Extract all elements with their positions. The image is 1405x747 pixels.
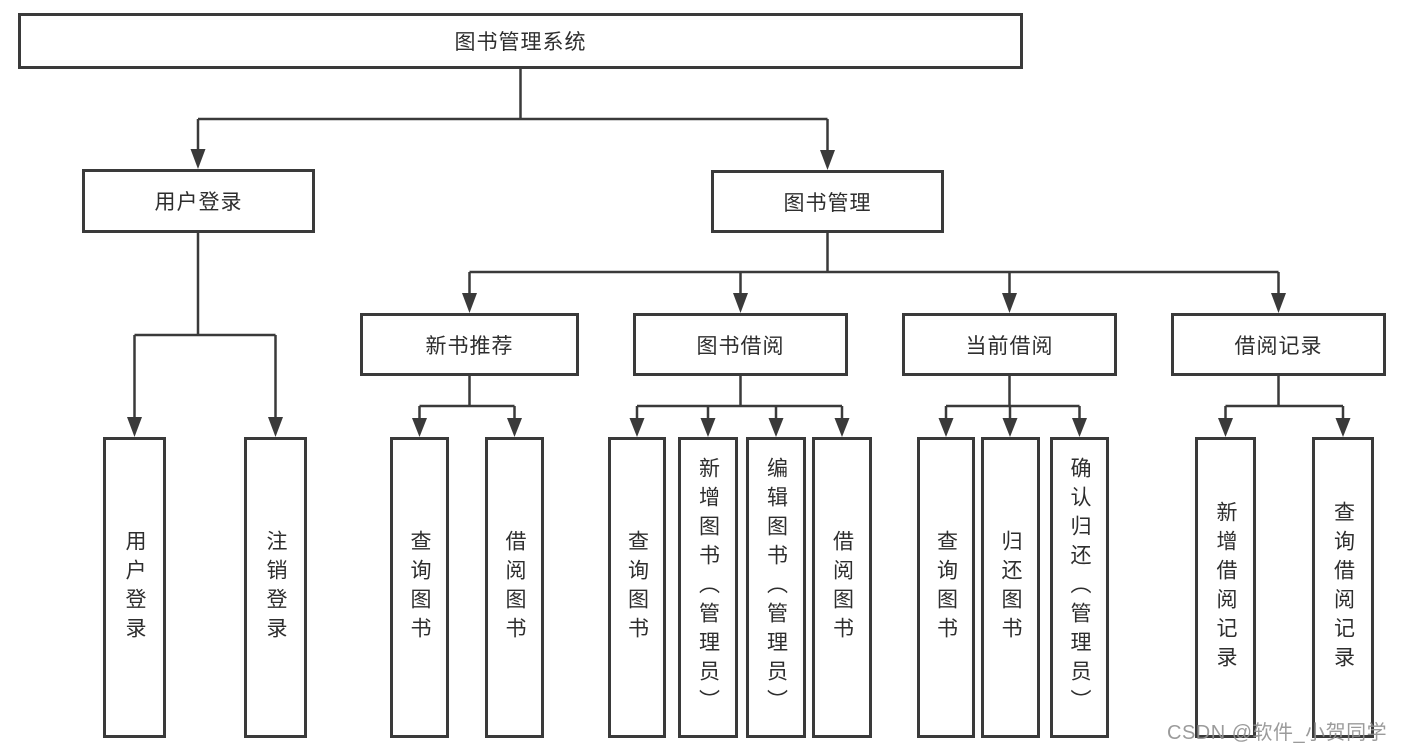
leaf-current-return: 归还图书 — [981, 437, 1040, 738]
leaf-user-login: 用户登录 — [103, 437, 166, 738]
leaf-borrow-book-label: 借阅图书 — [830, 529, 854, 646]
leaf-logout-label: 注销登录 — [264, 529, 287, 646]
leaf-borrow-edit-label: 编辑图书（管理员） — [764, 457, 788, 718]
leaf-borrow-book: 借阅图书 — [812, 437, 872, 738]
leaf-newbook-query-label: 查询图书 — [408, 529, 431, 646]
leaf-record-add-label: 新增借阅记录 — [1214, 500, 1237, 675]
arrowheads — [127, 149, 1351, 437]
leaf-newbook-query: 查询图书 — [390, 437, 449, 738]
leaf-borrow-add: 新增图书（管理员） — [678, 437, 738, 738]
leaf-current-query-label: 查询图书 — [934, 529, 958, 646]
node-current-borrow: 当前借阅 — [902, 313, 1117, 376]
leaf-current-return-label: 归还图书 — [999, 529, 1022, 646]
node-book-management-label: 图书管理 — [783, 191, 872, 215]
node-new-book-recommend-label: 新书推荐 — [425, 334, 514, 358]
node-user-login-label: 用户登录 — [154, 191, 243, 214]
leaf-current-confirm-label: 确认归还（管理员） — [1068, 457, 1091, 718]
node-user-login: 用户登录 — [82, 169, 315, 233]
leaf-borrow-query: 查询图书 — [608, 437, 666, 738]
leaf-record-add: 新增借阅记录 — [1195, 437, 1256, 738]
leaf-logout: 注销登录 — [244, 437, 307, 738]
leaf-borrow-edit: 编辑图书（管理员） — [746, 437, 806, 738]
leaf-user-login-label: 用户登录 — [123, 529, 146, 646]
node-root-label: 图书管理系统 — [454, 31, 587, 54]
node-book-management: 图书管理 — [711, 170, 944, 233]
node-borrow-record-label: 借阅记录 — [1234, 334, 1323, 358]
node-borrow-record: 借阅记录 — [1171, 313, 1386, 376]
leaf-record-query: 查询借阅记录 — [1312, 437, 1374, 738]
node-new-book-recommend: 新书推荐 — [360, 313, 579, 376]
node-book-borrow-label: 图书借阅 — [696, 334, 785, 358]
node-current-borrow-label: 当前借阅 — [965, 334, 1054, 358]
node-book-borrow: 图书借阅 — [633, 313, 848, 376]
node-root: 图书管理系统 — [18, 13, 1023, 69]
leaf-current-confirm: 确认归还（管理员） — [1050, 437, 1109, 738]
leaf-newbook-borrow-label: 借阅图书 — [503, 529, 526, 646]
csdn-watermark: CSDN @软件_小贺同学 — [1167, 722, 1388, 744]
leaf-current-query: 查询图书 — [917, 437, 975, 738]
leaf-newbook-borrow: 借阅图书 — [485, 437, 544, 738]
leaf-borrow-add-label: 新增图书（管理员） — [696, 457, 720, 718]
leaf-record-query-label: 查询借阅记录 — [1331, 500, 1355, 675]
leaf-borrow-query-label: 查询图书 — [625, 529, 649, 646]
